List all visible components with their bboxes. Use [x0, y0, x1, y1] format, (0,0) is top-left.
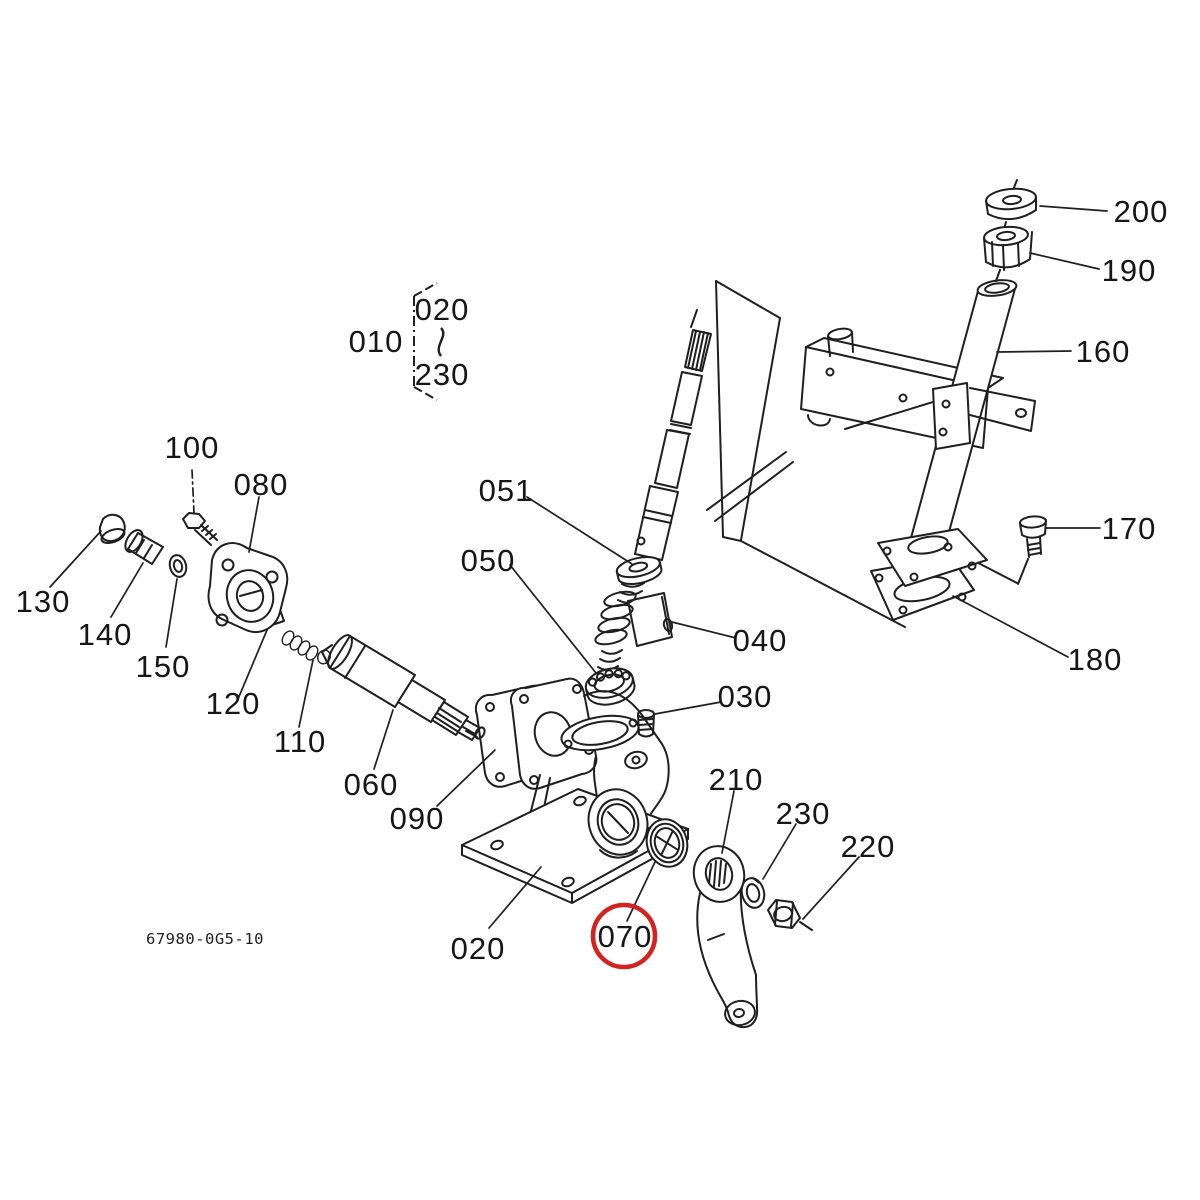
- worm-gear-assembly: [594, 582, 674, 671]
- oil-seal: [645, 818, 689, 868]
- callout-110: 110: [274, 724, 326, 759]
- callout-range-end: 230: [415, 357, 470, 392]
- drawing-number: 67980-0G5-10: [146, 930, 264, 948]
- range-tilde-icon: [437, 327, 445, 357]
- leader-190: [1029, 252, 1100, 270]
- callout-170: 170: [1102, 511, 1157, 546]
- leader-150: [165, 578, 178, 648]
- callout-050: 050: [461, 543, 516, 578]
- column-clamp-bracket: [932, 382, 1036, 450]
- leader-180: [952, 595, 1069, 658]
- callout-220: 220: [841, 829, 896, 864]
- leader-080: [248, 496, 260, 553]
- leader-130: [49, 530, 102, 588]
- callout-190: 190: [1102, 253, 1157, 288]
- callout-120: 120: [206, 686, 261, 721]
- leader-160: [996, 350, 1072, 353]
- flange-bolt: [1017, 515, 1047, 585]
- callout-040: 040: [733, 623, 788, 658]
- cover-washer: [168, 554, 188, 578]
- leader-020: [488, 866, 542, 929]
- leader-090: [436, 749, 496, 807]
- callout-070: 070: [598, 919, 653, 954]
- worm-lower-bearing: [584, 667, 636, 706]
- callout-140: 140: [78, 617, 133, 652]
- leader-051: [526, 496, 633, 565]
- callout-010: 010: [349, 324, 404, 359]
- leader-100: [191, 469, 195, 514]
- arm-nut: [767, 899, 813, 931]
- callout-230: 230: [776, 796, 831, 831]
- cover-bolt: [182, 512, 218, 546]
- callout-labels: 010 020 230 100 080 130 140 150 120 110 …: [16, 194, 1169, 966]
- column-bushing: [983, 225, 1033, 271]
- column-top-nut: [985, 187, 1037, 221]
- callout-160: 160: [1076, 334, 1131, 369]
- highlight-circle-070: [590, 902, 658, 970]
- leader-060: [373, 709, 394, 770]
- adjusting-spring: [281, 630, 331, 665]
- callout-100: 100: [165, 430, 220, 465]
- leader-110: [298, 659, 314, 728]
- gear-case-housing: [461, 677, 689, 904]
- group-bracket: [413, 282, 445, 401]
- leader-030: [654, 701, 722, 715]
- callout-range-start: 020: [415, 292, 470, 327]
- leader-lines: [49, 205, 1108, 929]
- callout-090: 090: [390, 801, 445, 836]
- leader-140: [110, 562, 144, 618]
- sector-shaft: [321, 634, 486, 741]
- side-cover-flange: [207, 542, 289, 633]
- cap-nut: [98, 513, 126, 544]
- leader-120: [237, 629, 268, 700]
- leader-210: [721, 790, 735, 854]
- leader-070: [626, 861, 656, 922]
- dash-panel-outline: [706, 280, 1018, 628]
- callout-210: 210: [709, 762, 764, 797]
- callout-130: 130: [16, 584, 71, 619]
- callout-030: 030: [718, 679, 773, 714]
- cover-nut: [124, 529, 164, 565]
- column-base-flange: [877, 528, 988, 587]
- callout-060: 060: [344, 767, 399, 802]
- leader-220: [802, 856, 860, 920]
- callout-200: 200: [1114, 194, 1169, 229]
- leader-230: [762, 823, 797, 880]
- steering-shaft: [634, 309, 712, 561]
- leader-050: [509, 564, 597, 674]
- callout-020: 020: [451, 931, 506, 966]
- callout-180: 180: [1068, 642, 1123, 677]
- leader-040: [671, 621, 737, 639]
- pitman-arm: [692, 845, 759, 1029]
- arm-washer: [740, 877, 766, 909]
- callout-080: 080: [234, 467, 289, 502]
- leader-200: [1039, 205, 1108, 212]
- callout-051: 051: [479, 473, 534, 508]
- callout-150: 150: [136, 649, 191, 684]
